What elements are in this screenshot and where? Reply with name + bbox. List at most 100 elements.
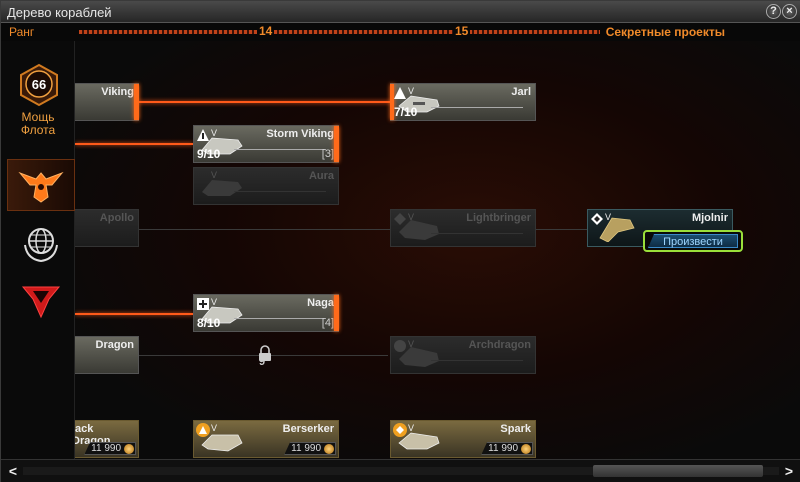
active-marker <box>390 84 394 120</box>
faction-empire-tab[interactable] <box>7 159 75 211</box>
price-value: 11 990 <box>291 443 321 454</box>
secret-projects-label: Секретные проекты <box>599 25 725 39</box>
rank-header: Ранг 14 15 Секретные проекты <box>1 23 800 41</box>
circle-rank-icon <box>394 340 406 352</box>
node-underline <box>234 191 326 192</box>
scroll-left-icon[interactable]: < <box>8 463 18 479</box>
fleet-power-value: 66 <box>32 77 46 92</box>
jericho-icon <box>21 286 61 319</box>
faction-jericho-tab[interactable] <box>7 275 75 327</box>
node-name: Jarl <box>511 86 531 98</box>
scroll-thumb[interactable] <box>593 465 763 477</box>
node-storm-viking[interactable]: V Storm Viking 9/10 [3] <box>193 125 339 163</box>
price-value: 11 990 <box>488 443 518 454</box>
node-naga[interactable]: V Naga 8/10 [4] <box>193 294 339 332</box>
diamond-rank-icon <box>393 423 407 437</box>
node-progress: 8/10 <box>197 316 221 330</box>
node-level: [3] <box>321 148 334 160</box>
gs-coin-icon <box>521 444 531 454</box>
gs-coin-icon <box>124 444 134 454</box>
window-title: Дерево кораблей <box>7 5 112 20</box>
link-storm-viking <box>75 143 193 145</box>
tier-mark: V <box>408 423 415 433</box>
link-lightbringer-mjolnir <box>535 229 587 230</box>
ship-icon <box>202 180 242 196</box>
tier-mark: V <box>211 297 218 307</box>
node-berserker[interactable]: V Berserker 11 990 <box>193 420 339 458</box>
faction-federation-tab[interactable] <box>7 217 75 269</box>
tier-mark: V <box>211 128 218 138</box>
active-marker <box>134 84 139 120</box>
node-name: Mjolnir <box>691 212 728 224</box>
node-viking[interactable]: Viking <box>75 83 139 121</box>
price-tag: 11 990 <box>481 442 533 455</box>
ship-icon <box>201 306 243 324</box>
gs-coin-icon <box>324 444 334 454</box>
ship-icon <box>599 217 635 242</box>
help-icon[interactable]: ? <box>766 4 781 19</box>
tier-mark: V <box>408 86 415 96</box>
scroll-right-icon[interactable]: > <box>784 463 794 479</box>
node-name: Dragon <box>95 339 135 351</box>
fleet-power-badge: 66 <box>17 63 61 107</box>
triangle-rank-icon <box>394 87 406 99</box>
ship-icon <box>399 347 439 367</box>
node-archdragon[interactable]: V Archdragon <box>390 336 536 374</box>
eagle-icon <box>18 171 64 203</box>
triangle-rank-icon <box>196 423 210 437</box>
rank-15: 15 <box>453 24 471 38</box>
diamond-rank-icon <box>394 213 406 225</box>
fleet-power-label: Мощь Флота <box>20 110 56 137</box>
node-underline <box>234 149 326 150</box>
tier-mark: V <box>211 423 218 433</box>
node-level: [4] <box>321 317 334 329</box>
price-tag: 11 990 <box>84 442 136 455</box>
node-underline <box>431 360 523 361</box>
link-naga <box>75 313 193 315</box>
rank-14: 14 <box>257 24 275 38</box>
horizontal-scrollbar[interactable]: < > <box>1 459 800 482</box>
ship-icon <box>399 220 439 240</box>
rank-label: Ранг <box>9 25 35 39</box>
produce-button[interactable]: Произвести <box>643 230 743 252</box>
node-progress: 9/10 <box>197 147 221 161</box>
price-value: 11 990 <box>91 443 121 454</box>
tier-mark: V <box>408 212 415 222</box>
ship-icon <box>398 432 440 450</box>
price-tag: 11 990 <box>284 442 336 455</box>
node-jarl[interactable]: V Jarl 7/10 <box>390 83 536 121</box>
title-bar: Дерево кораблей ? × <box>1 1 800 23</box>
tier-mark: V <box>408 339 415 349</box>
node-apollo[interactable]: Apollo <box>75 209 139 247</box>
faction-sidebar: 66 Мощь Флота <box>1 41 75 459</box>
node-name: Naga <box>307 297 334 309</box>
plus-rank-icon <box>197 298 209 310</box>
tier-mark: V <box>605 212 612 222</box>
lock-count: 9 <box>259 356 266 368</box>
node-name: Storm Viking <box>266 128 334 140</box>
diamond-rank-icon <box>591 213 603 225</box>
node-underline <box>431 107 523 108</box>
node-aura[interactable]: V Aura <box>193 167 339 205</box>
ship-tree-canvas: Viking V Jarl 7/10 V Storm Viking 9/10 [… <box>75 41 800 459</box>
link-viking-jarl <box>138 101 458 103</box>
node-dragon[interactable]: Dragon <box>75 336 139 374</box>
globe-icon <box>24 228 58 263</box>
node-lightbringer[interactable]: V Lightbringer <box>390 209 536 247</box>
scroll-track[interactable] <box>23 467 779 475</box>
tier-mark: V <box>211 170 218 180</box>
lock-icon <box>259 345 271 361</box>
node-name: Archdragon <box>468 339 531 351</box>
link-apollo-lightbringer <box>138 229 518 230</box>
node-black-dragon[interactable]: lack Dragon 11 990 <box>75 420 139 458</box>
node-name: Viking <box>101 86 134 98</box>
node-spark[interactable]: V Spark 11 990 <box>390 420 536 458</box>
node-progress: 7/10 <box>394 105 418 119</box>
ship-icon <box>398 95 440 113</box>
ship-icon <box>201 137 243 155</box>
rank-rail <box>79 30 722 34</box>
close-icon[interactable]: × <box>782 4 797 19</box>
triangle-rank-icon <box>197 129 209 141</box>
ship-icon <box>201 434 243 452</box>
